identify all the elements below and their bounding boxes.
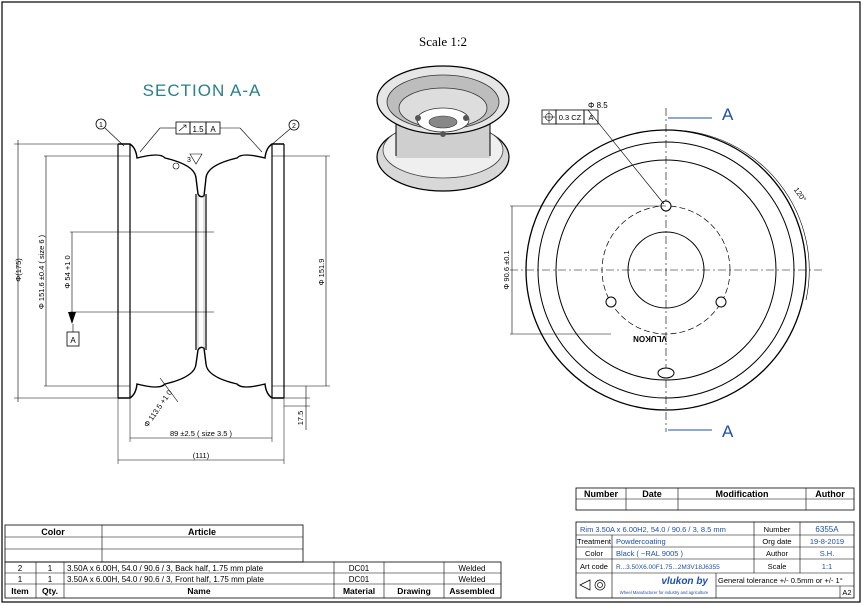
bom-row-name: 3.50A x 6.00H, 54.0 / 90.6 / 3, Front ha… (67, 575, 265, 584)
svg-text:Org date: Org date (762, 537, 791, 546)
company-tagline: Wheel Manufacturer for industry and agri… (620, 590, 709, 595)
bill-of-materials: Color Article 2 1 3.50A x 6.00H, 54.0 / … (4, 524, 502, 599)
callout-2-label: 2 (292, 123, 296, 130)
svg-text:A: A (210, 125, 216, 134)
callout-1-label: 1 (99, 122, 103, 129)
bom-row-qty: 1 (48, 575, 53, 584)
bolt-hole-right (715, 296, 727, 308)
svg-text:R...3.50X6.00F1.75...2M3V18J63: R...3.50X6.00F1.75...2M3V18J6355 (616, 564, 720, 571)
section-arrow-label-bottom: A (722, 422, 734, 441)
svg-text:Treatment: Treatment (577, 537, 612, 546)
section-arrow-label-top: A (722, 105, 734, 124)
rim-profile-bottom (118, 346, 284, 399)
svg-text:Φ 90.6 ±0.1: Φ 90.6 ±0.1 (502, 250, 511, 289)
bom-row-assembled: Welded (459, 575, 486, 584)
bom-row-item: 2 (18, 564, 23, 573)
bom-row-qty: 1 (48, 564, 53, 573)
bom-header-article: Article (188, 527, 216, 537)
svg-text:(111): (111) (193, 451, 210, 460)
projection-circle-icon (594, 579, 606, 591)
bom-row-material: DC01 (349, 564, 370, 573)
title-block: Rim 3.50A x 6.00H2, 54.0 / 90.6 / 3, 8.5… (575, 521, 855, 599)
isometric-rim-view (376, 65, 510, 192)
svg-text:Φ 151.9: Φ 151.9 (317, 259, 326, 286)
bom-header-item: Item (11, 586, 29, 596)
company-logo: vlukon by (661, 576, 708, 587)
bom-row-item: 1 (18, 575, 23, 584)
center-disc (195, 194, 207, 350)
callout-1 (95, 118, 107, 130)
bolt-hole-left (605, 296, 617, 308)
revision-table: Number Date Modification Author (575, 487, 855, 511)
svg-text:0.3 CZ: 0.3 CZ (559, 113, 582, 122)
svg-text:Art code: Art code (580, 562, 608, 571)
title-description: Rim 3.50A x 6.00H2, 54.0 / 90.6 / 3, 8.5… (580, 525, 726, 534)
svg-text:Color: Color (585, 549, 603, 558)
valve-hole (657, 367, 675, 379)
svg-text:Author: Author (766, 549, 789, 558)
svg-text:19-8-2019: 19-8-2019 (810, 537, 844, 546)
bom-header-color: Color (41, 527, 65, 537)
center-bore (627, 231, 705, 309)
general-tolerance: General tolerance +/- 0.5mm or +/- 1° (718, 576, 843, 585)
svg-text:Φ 151.6 ±0.4 ( size 6 ): Φ 151.6 ±0.4 ( size 6 ) (37, 234, 46, 309)
revision-header-modification: Modification (716, 489, 769, 499)
svg-text:Scale: Scale (768, 562, 787, 571)
scale-label: Scale 1:2 (419, 34, 467, 49)
bom-header-assembled: Assembled (449, 586, 494, 596)
revision-header-number: Number (584, 489, 619, 499)
section-view: SECTION A-A 1 2 3 1.5 A (14, 81, 330, 464)
bom-row-material: DC01 (349, 575, 370, 584)
svg-text:120°: 120° (792, 186, 808, 204)
bom-header-qty: Qty. (42, 586, 58, 596)
bom-row-name: 3.50A x 6.00H, 54.0 / 90.6 / 3, Back hal… (67, 564, 264, 573)
gdt-frame-runout: 1.5 A (139, 121, 263, 153)
svg-text:Φ 113.5 +1 0: Φ 113.5 +1 0 (142, 388, 174, 429)
rim-profile-top (118, 143, 284, 198)
svg-text:1.5: 1.5 (192, 125, 204, 134)
svg-text:Powdercoating: Powdercoating (616, 537, 666, 546)
gdt-frame-position: 0.3 CZ A (541, 109, 599, 125)
revision-header-author: Author (815, 489, 845, 499)
svg-text:A: A (70, 336, 76, 345)
svg-text:1:1: 1:1 (822, 562, 832, 571)
svg-text:Φ 8.5: Φ 8.5 (588, 101, 608, 110)
outer-rim-circle (525, 129, 807, 411)
svg-text:17.5: 17.5 (296, 411, 305, 426)
svg-text:89 ±2.5 ( size 3.5 ): 89 ±2.5 ( size 3.5 ) (170, 429, 233, 438)
projection-cone-icon (579, 579, 591, 591)
svg-text:Number: Number (764, 525, 791, 534)
center-disc-inner (197, 196, 205, 348)
weld-symbol (189, 153, 203, 165)
bom-header-material: Material (343, 586, 375, 596)
bom-header-drawing: Drawing (397, 586, 431, 596)
drawing-number: 6355A (815, 525, 839, 534)
front-view: A A Φ 8.5 0.3 CZ A Φ 90.6 ±0.1 120° VLUK… (502, 101, 822, 441)
bom-header-name: Name (187, 586, 210, 596)
runout-icon (178, 124, 187, 132)
svg-text:S.H.: S.H. (820, 549, 835, 558)
svg-text:Black ( ~RAL 9005 ): Black ( ~RAL 9005 ) (616, 549, 684, 558)
sheet-size: A2 (842, 588, 851, 597)
callout-2 (288, 119, 300, 131)
section-title: SECTION A-A (143, 81, 262, 100)
svg-text:Φ(175): Φ(175) (14, 258, 23, 282)
callout-3-label: 3 (187, 157, 191, 164)
rim-flanges (117, 144, 285, 398)
bom-row-assembled: Welded (459, 564, 486, 573)
brand-mark: VLUKON (633, 334, 667, 343)
svg-text:Φ 54 +1 0: Φ 54 +1 0 (63, 255, 72, 288)
svg-text:A: A (588, 113, 593, 122)
revision-header-date: Date (642, 489, 662, 499)
